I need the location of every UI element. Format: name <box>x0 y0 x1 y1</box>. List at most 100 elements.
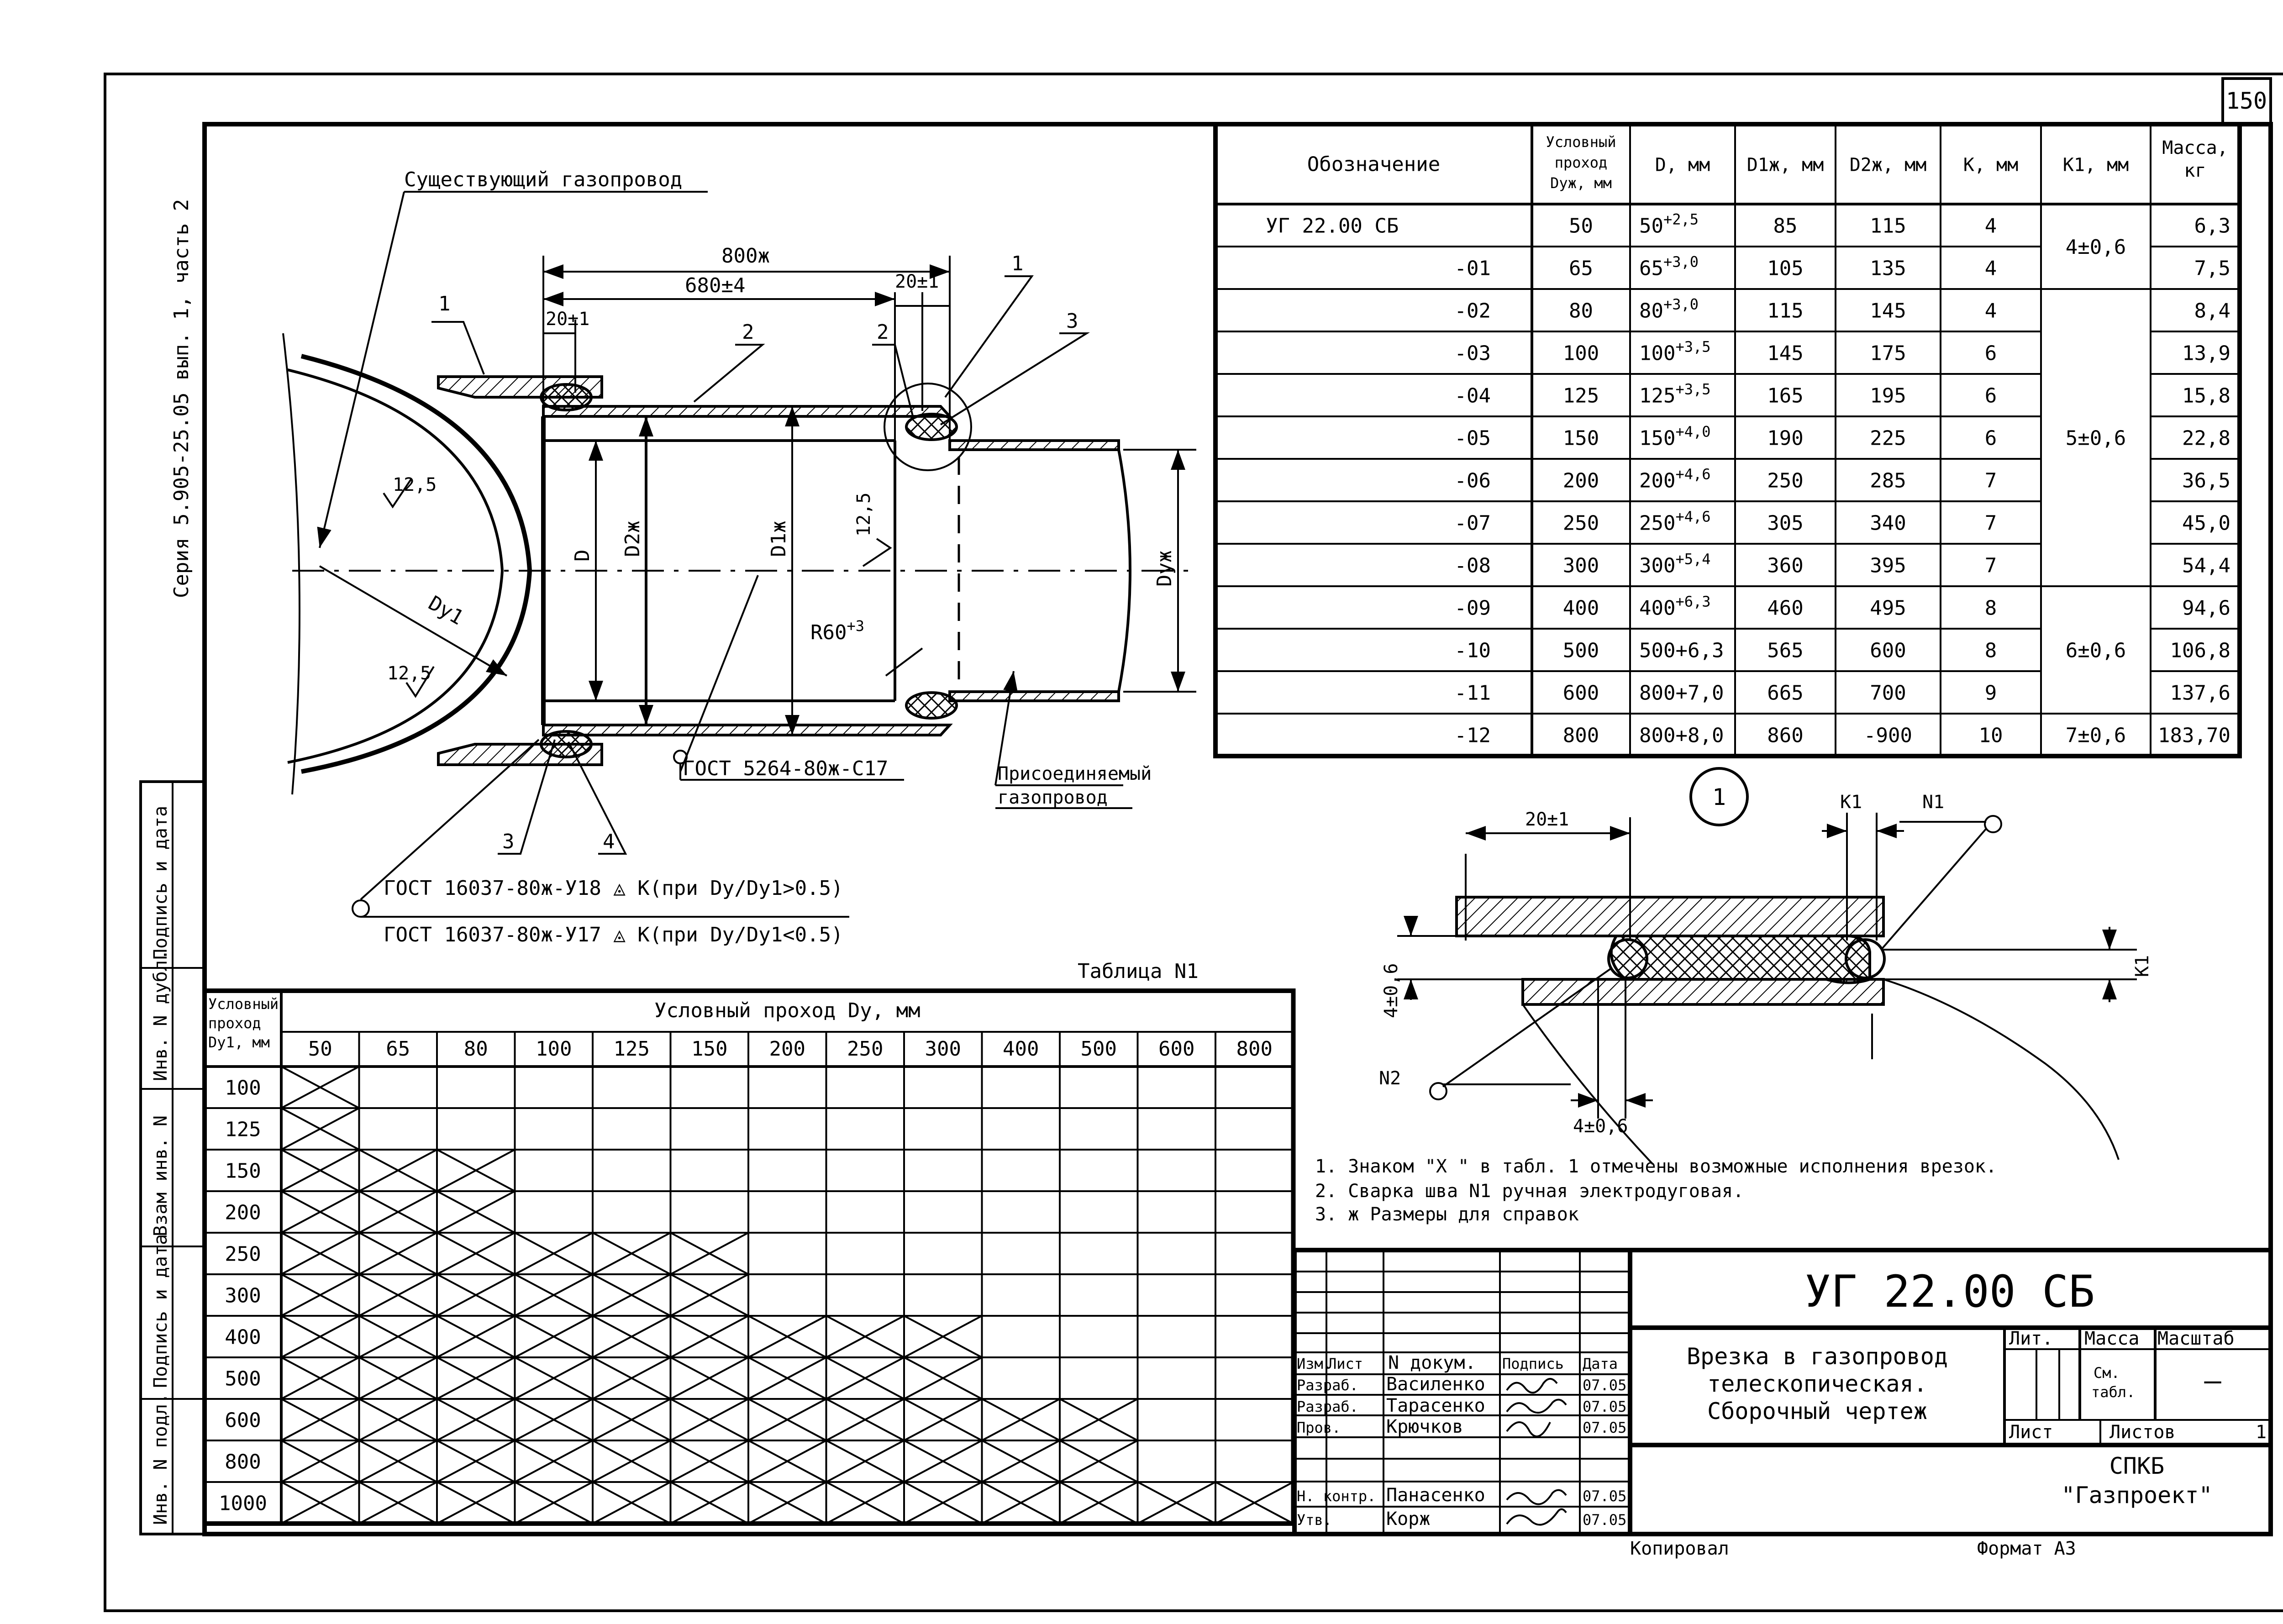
notes: 1. Знаком "X " в табл. 1 отмечены возмож… <box>1315 1156 1997 1225</box>
rough-1: 12,5 <box>393 474 437 495</box>
label-Dy: Dyж <box>1153 551 1176 587</box>
table-n1-col-header: 150 <box>691 1037 727 1061</box>
tb-name-0: Василенко <box>1386 1374 1485 1395</box>
table-n1-cross-mark <box>437 1481 516 1524</box>
detail-1: 1 20±1 K1 <box>1379 767 2153 1165</box>
table-n1-cross-mark <box>437 1356 516 1400</box>
table-n1-corner: Dy1, мм <box>208 1034 270 1051</box>
table-n1-cross-mark <box>904 1356 983 1400</box>
stamp-inv-dubl: Инв. N дубл. <box>150 949 171 1081</box>
spec-cell-k: 6 <box>1985 427 1997 450</box>
table-n1-cross-mark <box>670 1232 749 1275</box>
table-n1-row-header: 300 <box>225 1284 261 1308</box>
spec-cell-designation: -04 <box>1455 384 1491 408</box>
spec-cell-d1: 460 <box>1767 597 1803 620</box>
spec-cell-mass: 22,8 <box>2182 427 2230 450</box>
table-n1-cross-mark <box>1059 1398 1138 1441</box>
table-n1-cross-mark <box>748 1315 827 1358</box>
detail-dim-20: 20±1 <box>1525 809 1569 830</box>
table-n1-cross-mark <box>281 1190 360 1234</box>
tb-name-3: Панасенко <box>1386 1485 1485 1506</box>
spec-cell-k: 7 <box>1985 554 1997 578</box>
table-n1-row-header: 500 <box>225 1367 261 1391</box>
note-2: 2. Сварка шва N1 ручная электродуговая. <box>1315 1181 1744 1202</box>
table-n1-cross-mark <box>358 1273 437 1317</box>
stamp-sign-date-1: Подпись и дата <box>150 1234 171 1388</box>
spec-cell-d2: 495 <box>1870 597 1906 620</box>
spec-cell-dy: 150 <box>1563 427 1599 450</box>
tb-doc-code: УГ 22.00 СБ <box>1804 1266 2095 1317</box>
spec-cell-k1: 4±0,6 <box>2066 236 2126 259</box>
table-n1-cross-mark <box>904 1481 983 1524</box>
spec-cell-d2: 600 <box>1870 639 1906 662</box>
spec-cell-k: 6 <box>1985 384 1997 408</box>
detail-dim-4-left: 4±0,6 <box>1381 963 1402 1018</box>
tb-role-3: Н. контр. <box>1297 1487 1376 1505</box>
table-n1-row-header: 125 <box>225 1118 261 1141</box>
table-n1-col-header: 80 <box>464 1037 488 1061</box>
table-n1-cross-mark <box>981 1398 1060 1441</box>
spec-header-dy: проход <box>1555 154 1608 171</box>
pos-2-mid: 2 <box>742 321 754 344</box>
spec-header-2: D, мм <box>1655 155 1710 176</box>
spec-cell-d: 300+5,4 <box>1639 551 1711 578</box>
table-n1-cross-mark <box>514 1481 593 1524</box>
detail-N1: N1 <box>1922 792 1944 813</box>
spec-cell-mass: 137,6 <box>2170 682 2230 705</box>
spec-cell-d1: 360 <box>1767 554 1803 578</box>
table-n1-cross-mark <box>358 1481 437 1524</box>
callout-connected-pipe-l2: газопровод <box>998 787 1108 808</box>
tb-date-4: 07.05 <box>1583 1511 1626 1529</box>
dim-680: 680±4 <box>685 274 745 297</box>
spec-cell-k: 4 <box>1985 257 1997 280</box>
spec-cell-d2: -900 <box>1864 724 1912 747</box>
table-n1-cross-mark <box>281 1440 360 1483</box>
tb-name-4: Корж <box>1386 1508 1430 1529</box>
spec-cell-d1: 305 <box>1767 512 1803 535</box>
table-n1-col-header: 400 <box>1003 1037 1039 1061</box>
table-n1-cross-mark <box>358 1190 437 1234</box>
spec-cell-designation: -11 <box>1455 682 1491 705</box>
table-n1-cross-mark <box>281 1356 360 1400</box>
tb-scale-value: — <box>2204 1364 2221 1397</box>
table-n1-col-header: 800 <box>1236 1037 1273 1061</box>
pos-1-right: 1 <box>1011 252 1024 275</box>
table-n1-cross-mark <box>592 1440 671 1483</box>
table-n1-cross-mark <box>358 1440 437 1483</box>
table-n1-col-header: 600 <box>1158 1037 1194 1061</box>
table-n1-cross-mark <box>981 1481 1060 1524</box>
stamp-vzam-inv: Взам инв. N <box>150 1115 171 1236</box>
table-n1-cross-mark <box>437 1440 516 1483</box>
spec-cell-k1: 5±0,6 <box>2066 427 2126 450</box>
label-D: D <box>571 550 594 562</box>
pos-2-right: 2 <box>877 321 889 344</box>
spec-cell-mass: 45,0 <box>2182 512 2230 535</box>
spec-cell-dy: 125 <box>1563 384 1599 408</box>
tb-scale-label: Масштаб <box>2157 1328 2235 1349</box>
table-n1-cross-mark <box>281 1481 360 1524</box>
spec-cell-d: 250+4,6 <box>1639 508 1711 535</box>
spec-cell-designation: -03 <box>1455 342 1491 365</box>
title-block: УГ 22.00 СБ Врезка в газопровод телескоп… <box>1292 1248 2273 1559</box>
spec-header-dy: Dyж, мм <box>1550 174 1612 192</box>
spec-header-4: D2ж, мм <box>1850 155 1927 176</box>
detail-N2: N2 <box>1379 1068 1401 1089</box>
table-n1-cross-mark <box>1215 1481 1294 1524</box>
spec-cell-dy: 100 <box>1563 342 1599 365</box>
spec-cell-dy: 800 <box>1563 724 1599 747</box>
table-n1-cross-mark <box>358 1356 437 1400</box>
spec-header-5: K, мм <box>1963 155 2018 176</box>
tb-col-list: Лист <box>1328 1355 1363 1372</box>
spec-cell-mass: 13,9 <box>2182 342 2230 365</box>
tb-role-1: Разраб. <box>1297 1398 1358 1415</box>
spec-cell-d: 80+3,0 <box>1639 296 1699 323</box>
table-n1-cross-mark <box>748 1481 827 1524</box>
spec-cell-mass: 106,8 <box>2170 639 2230 662</box>
side-stamp: Инв. N подл. Подпись и дата Взам инв. N … <box>139 780 206 1535</box>
spec-cell-designation: -10 <box>1455 639 1491 662</box>
rough-3: 12,5 <box>853 493 874 536</box>
spec-cell-mass: 54,4 <box>2182 554 2230 578</box>
gost-y18: ГОСТ 16037-80ж-У18 ◬ К(при Dy/Dy1>0.5) <box>384 877 843 900</box>
spec-cell-d2: 135 <box>1870 257 1906 280</box>
